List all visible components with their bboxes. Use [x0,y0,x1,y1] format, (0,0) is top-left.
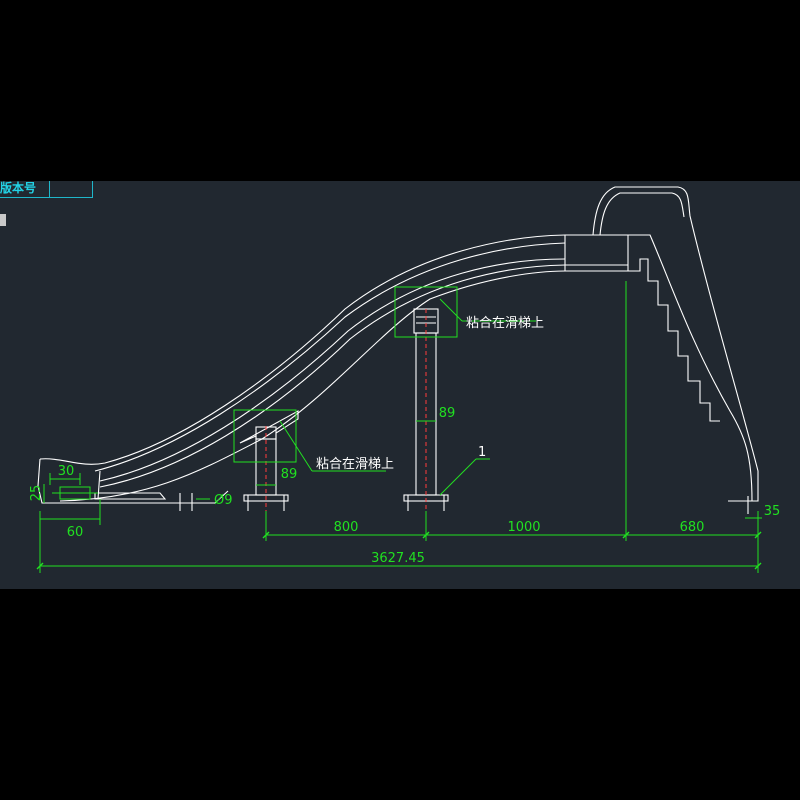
dim-post-width-a-label: 89 [281,467,298,482]
tick [36,562,44,570]
chute-rail-3 [99,264,628,488]
ladder-steps [628,258,720,422]
callout-number: 1 [478,445,486,460]
dim-span-3-label: 680 [680,520,705,535]
detail-box-lower [233,409,297,463]
bond-note-lower: 粘合在滑梯上 [316,457,394,472]
detail-boxes [233,286,458,463]
viewport-scroll-handle[interactable] [0,214,6,226]
runout-base [37,458,229,504]
runout-lip [97,470,101,500]
leader-upper-note [439,298,463,322]
title-block-version-value [49,181,93,198]
tick [622,531,630,539]
dimension-ticks [36,531,762,570]
chute-top-edge [39,234,628,465]
tick [754,531,762,539]
runout-inner [94,492,167,500]
slide-body [37,186,759,504]
bond-note-upper: 粘合在滑梯上 [466,316,544,331]
dim-overall-label: 3627.45 [371,551,425,566]
support-post-left [239,410,299,511]
leader-callout-1 [439,458,477,496]
dim-end-offset-label: 35 [764,504,781,519]
platform-hood-inner [599,192,685,236]
dim-outlet-length-label: 60 [67,525,84,540]
tick [262,531,270,539]
ladder-rail [628,234,753,502]
dim-hole-dia-label: Ø9 [214,493,233,508]
outlet-anchors [179,493,749,514]
chute-bottom-edge [59,270,628,502]
dim-outlet-height-label: 25 [29,485,44,502]
cad-viewport[interactable]: 版本号 [0,181,800,589]
post-left-baseplate [243,494,289,502]
tick [754,562,762,570]
dim-post-width-b-label: 89 [439,406,456,421]
tick [422,531,430,539]
dim-span-2-label: 1000 [507,520,540,535]
dim-span-1-label: 800 [334,520,359,535]
dim-outlet-width-label: 30 [58,464,75,479]
platform-hood [592,186,759,502]
dimension-labels: 3627.45 800 1000 680 35 60 30 25 Ø9 89 8… [29,406,780,566]
detail-box-upper [394,286,458,338]
chute-rail-2 [99,258,566,482]
leader-lower-note [279,420,313,472]
annotation-labels: 粘合在滑梯上 粘合在滑梯上 1 [316,316,544,472]
chute-rail-1 [94,242,566,472]
slide-elevation-drawing: 3627.45 800 1000 680 35 60 30 25 Ø9 89 8… [29,186,780,573]
centerlines [265,309,427,513]
dimension-lines [39,281,762,573]
